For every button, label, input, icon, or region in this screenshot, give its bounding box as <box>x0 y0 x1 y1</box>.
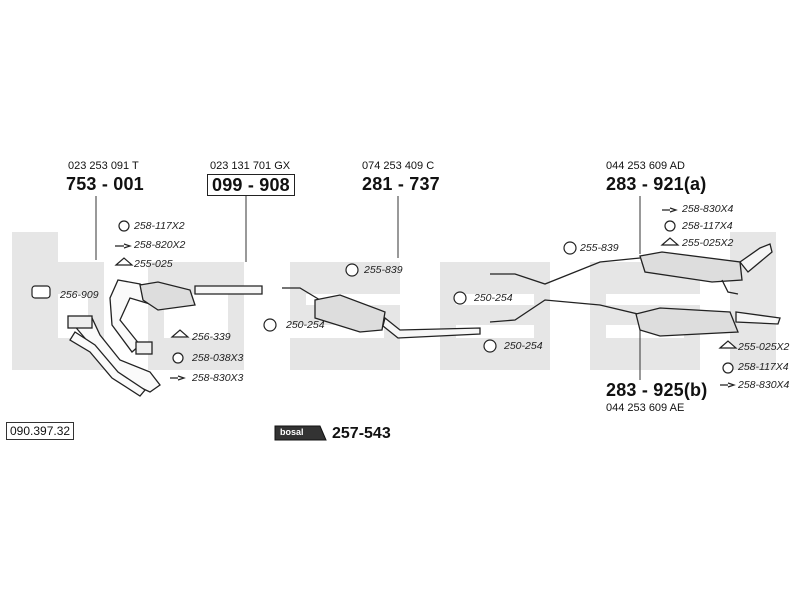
part-number: 283 - 921(a) <box>606 174 707 194</box>
hardware-icons <box>31 207 738 388</box>
ring-icon <box>118 220 130 232</box>
fitting-label: 250-254 <box>286 319 325 331</box>
fitting-label: 255-839 <box>364 264 403 276</box>
accessory-label: 258-117X2 <box>134 220 185 232</box>
fitting-label: 258-830X3 <box>192 372 244 384</box>
accessory-label: 255-025X2 <box>738 341 790 353</box>
ring-icon <box>664 220 676 232</box>
gasket-icon <box>660 237 680 246</box>
fitting-label: 250-254 <box>474 292 513 304</box>
oem-number: 074 253 409 C <box>362 160 435 172</box>
ring-icon <box>345 263 359 277</box>
kit-badge-text: bosal <box>280 427 304 437</box>
spring-icon <box>115 243 132 249</box>
clamp-icon <box>453 291 467 305</box>
catalyst-099-908 <box>139 281 263 311</box>
gasket-icon <box>114 257 134 266</box>
ring-icon <box>563 241 577 255</box>
fitting-label: 258-038X3 <box>192 352 244 364</box>
fitting-label: 250-254 <box>504 340 543 352</box>
fitting-label: 255-839 <box>580 242 619 254</box>
oem-number: 044 253 609 AE <box>606 402 685 414</box>
rear-silencer-283-925 <box>489 299 781 337</box>
part-number: 753 - 001 <box>66 174 144 194</box>
part-number: 281 - 737 <box>362 174 440 194</box>
gasket-icon <box>718 340 738 349</box>
oem-number: 044 253 609 AD <box>606 160 685 172</box>
part-number: 283 - 925(b) <box>606 380 708 400</box>
ring-icon <box>722 362 734 374</box>
flange-gasket-icon <box>31 285 51 299</box>
fitting-label: 256-339 <box>192 331 231 343</box>
reference-number: 090.397.32 <box>6 422 75 440</box>
oem-number: 023 253 091 T <box>68 160 139 172</box>
spring-icon <box>170 375 186 381</box>
rear-silencer-283-921 <box>490 243 773 295</box>
clamp-icon <box>263 318 277 332</box>
accessory-label: 258-830X4 <box>738 379 790 391</box>
kit-badge-shape <box>274 425 327 441</box>
spring-icon <box>662 207 678 213</box>
accessory-label: 255-025 <box>134 258 173 270</box>
bolt-icon <box>172 352 184 364</box>
gasket-icon <box>170 329 190 338</box>
accessory-label: 255-025X2 <box>682 237 734 249</box>
accessory-label: 258-830X4 <box>682 203 734 215</box>
accessory-label: 258-820X2 <box>134 239 186 251</box>
fitting-label: 256-909 <box>60 289 99 301</box>
oem-number: 023 131 701 GX <box>210 160 291 172</box>
accessory-label: 258-117X4 <box>738 361 789 373</box>
center-silencer-281-737 <box>282 287 481 339</box>
clamp-icon <box>483 339 497 353</box>
accessory-label: 258-117X4 <box>682 220 733 232</box>
part-number-boxed: 099 - 908 <box>207 174 295 196</box>
spring-icon <box>720 382 736 388</box>
kit-number: 257-543 <box>332 425 391 442</box>
